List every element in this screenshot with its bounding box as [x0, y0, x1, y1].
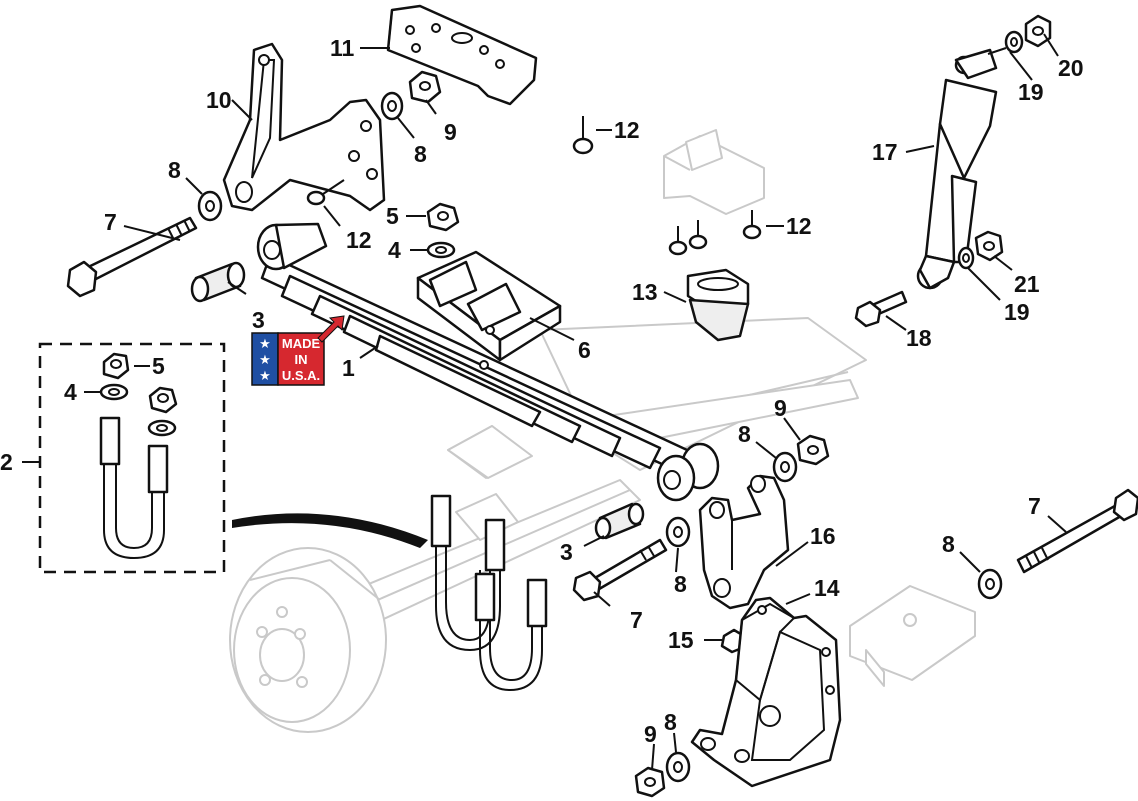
- bracket-stud: [306, 179, 345, 206]
- callout-20: 20: [1058, 55, 1084, 81]
- bolt-rear-right: [1016, 488, 1138, 574]
- bolt-12-cluster-c: [742, 210, 762, 240]
- callout-1: 1: [342, 355, 355, 381]
- badge-line-2: IN: [295, 352, 308, 367]
- callout-9-upper: 9: [444, 119, 457, 145]
- callout-17: 17: [872, 139, 898, 165]
- callout-2: 2: [0, 449, 13, 475]
- callout-8-right: 8: [942, 531, 955, 557]
- svg-text:★: ★: [259, 353, 271, 368]
- callout-11: 11: [330, 35, 355, 61]
- spring-plate: [416, 250, 562, 362]
- made-in-usa-badge: ★ ★ ★ MADE IN U.S.A.: [251, 315, 345, 386]
- callout-19-upper: 19: [1018, 79, 1044, 105]
- bolt-12-cluster-b: [688, 220, 708, 250]
- svg-text:★: ★: [259, 369, 271, 384]
- callout-3-lower: 3: [560, 539, 573, 565]
- shock-lower-bolt: [854, 290, 908, 328]
- u-bolt-kit-washer-b: [147, 419, 177, 437]
- shock-lower-washer: [957, 246, 975, 270]
- callout-8-front: 8: [168, 157, 181, 183]
- bolt-12-cluster-a: [668, 226, 688, 256]
- callout-8-shackle-upper: 8: [738, 421, 751, 447]
- ghost-u-bolt-right: [474, 570, 548, 692]
- callout-7-front: 7: [104, 209, 117, 235]
- ghost-upper-shackle-bracket: [663, 129, 765, 215]
- nut-bottom: [634, 766, 666, 798]
- callout-19-lower: 19: [1004, 299, 1030, 325]
- ghost-spring-pad: [447, 425, 533, 479]
- callout-7-shackle: 7: [630, 607, 643, 633]
- nut-middle: [426, 202, 460, 232]
- front-hanger-bracket: [222, 42, 386, 212]
- shock-lower-nut: [974, 230, 1004, 262]
- bolt-rear-shackle: [572, 538, 668, 602]
- washer-upper: [380, 91, 404, 121]
- callout-4-kit: 4: [64, 379, 77, 405]
- callout-7-right: 7: [1028, 493, 1041, 519]
- washer-middle: [426, 241, 456, 259]
- washer-shackle-upper: [772, 451, 798, 483]
- callout-12-cluster: 12: [786, 213, 812, 239]
- callout-8-bottom: 8: [664, 709, 677, 735]
- callout-6: 6: [578, 337, 591, 363]
- u-bolt-kit-nut-a: [102, 352, 130, 380]
- bushing-upper: [190, 261, 246, 303]
- bolt-12-top: [572, 116, 594, 155]
- leader-lines: [22, 33, 1067, 771]
- callout-12-bracket: 12: [346, 227, 372, 253]
- callout-labels: 1 2 3 3 4 4 5 5 6 7 7 7 8 8 8 8 8 8 9 9 …: [0, 35, 1084, 747]
- svg-text:★: ★: [259, 337, 271, 352]
- callout-9-bottom: 9: [644, 721, 657, 747]
- washer-bottom: [665, 751, 691, 783]
- callout-21: 21: [1014, 271, 1040, 297]
- u-bolt-kit-washer-a: [99, 383, 129, 401]
- callout-18: 18: [906, 325, 932, 351]
- badge-line-1: MADE: [282, 336, 321, 351]
- nut-shackle-upper: [796, 434, 830, 466]
- callout-13: 13: [632, 279, 658, 305]
- badge-line-3: U.S.A.: [282, 368, 320, 383]
- install-arrow: [232, 513, 428, 548]
- ghost-brake-drum: [229, 547, 387, 733]
- washer-rear-right: [977, 568, 1003, 600]
- shock-upper-washer: [1004, 30, 1024, 54]
- nut-upper: [408, 70, 442, 104]
- shock-upper-nut: [1024, 14, 1052, 48]
- callout-15: 15: [668, 627, 694, 653]
- callout-4-middle: 4: [388, 237, 401, 263]
- spring-shackle: [698, 474, 790, 610]
- shock-absorber: [916, 47, 1007, 290]
- callout-8-upper: 8: [414, 141, 427, 167]
- washer-shackle-lower: [665, 516, 691, 548]
- callout-3-upper: 3: [252, 307, 265, 333]
- ghost-lower-frame-bracket: [849, 585, 976, 687]
- callout-14: 14: [814, 575, 840, 601]
- leaf-spring: [256, 222, 720, 502]
- rear-spring-hanger: [690, 596, 842, 788]
- u-bolt-kit-u-bolt: [99, 416, 169, 560]
- u-bolt-kit-box: [38, 342, 226, 574]
- frame-crossmember-bracket: [386, 4, 538, 106]
- callout-12-top: 12: [614, 117, 640, 143]
- bolt-front: [66, 216, 198, 298]
- callout-10: 10: [206, 87, 232, 113]
- callout-16: 16: [810, 523, 836, 549]
- callout-9-shackle: 9: [774, 395, 787, 421]
- u-bolt-kit-nut-b: [148, 386, 178, 414]
- bump-stop: [686, 268, 750, 342]
- callout-5-kit: 5: [152, 353, 165, 379]
- bushing-lower: [594, 502, 645, 540]
- washer-front-left: [197, 190, 223, 222]
- callout-8-shackle-lower: 8: [674, 571, 687, 597]
- callout-5-middle: 5: [386, 203, 399, 229]
